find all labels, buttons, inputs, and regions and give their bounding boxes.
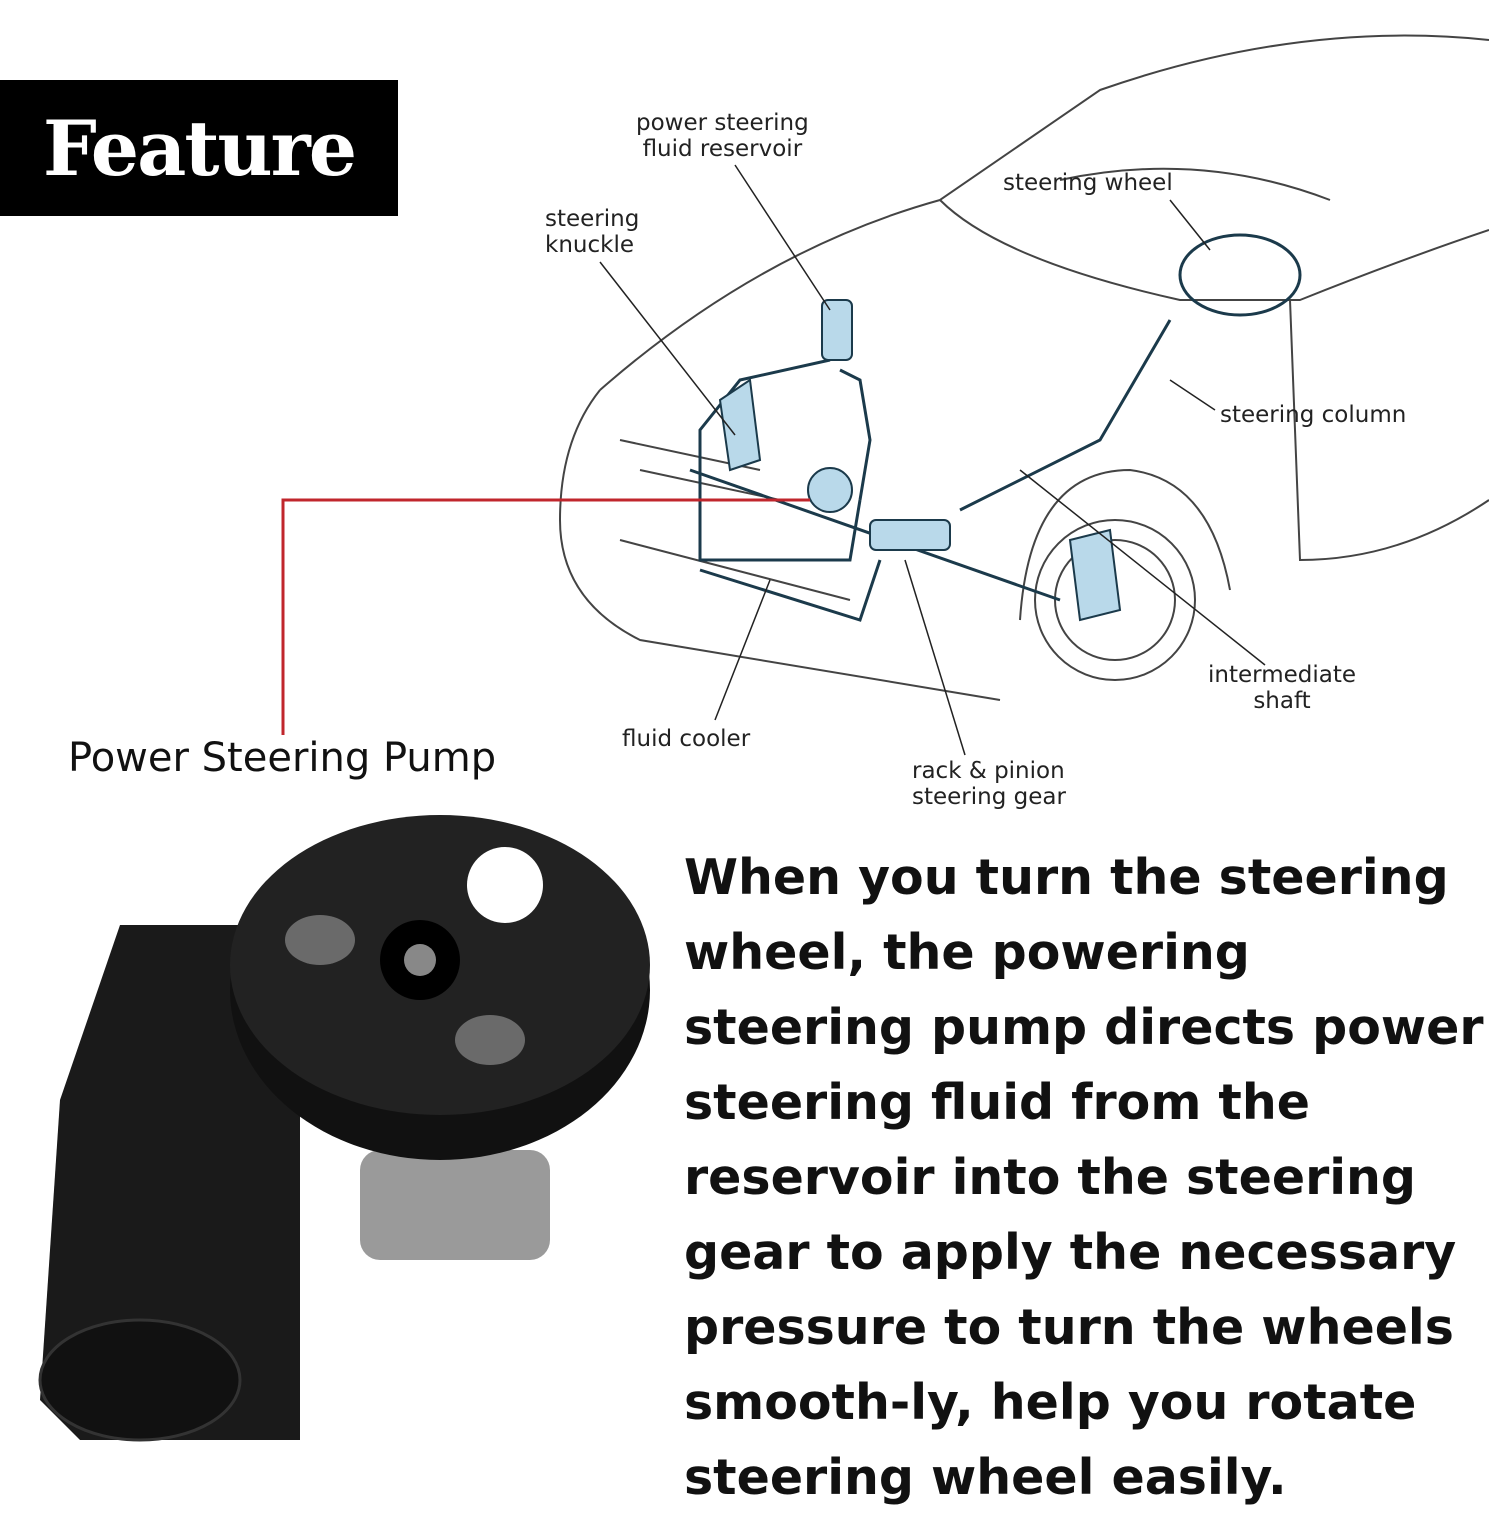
label-intermediate-shaft: intermediate shaft bbox=[1208, 662, 1356, 714]
label-steering-column: steering column bbox=[1220, 402, 1407, 428]
reservoir-shape bbox=[821, 299, 853, 361]
pump-shape bbox=[807, 467, 853, 513]
label-steering-wheel: steering wheel bbox=[1003, 170, 1173, 196]
label-fluid-reservoir: power steering fluid reservoir bbox=[636, 110, 809, 162]
car-diagram bbox=[38, 34, 1489, 1442]
feature-badge: Feature bbox=[0, 80, 398, 216]
feature-title: Feature bbox=[42, 103, 357, 193]
components bbox=[718, 299, 1122, 622]
pump-label: Power Steering Pump bbox=[68, 735, 497, 781]
rack-shape bbox=[869, 519, 951, 551]
description-text: When you turn the steering wheel, the po… bbox=[684, 849, 1484, 1506]
knuckle-shape bbox=[718, 378, 762, 472]
pump-product-image bbox=[38, 815, 650, 1442]
leader-lines bbox=[599, 164, 1266, 756]
label-fluid-cooler: fluid cooler bbox=[622, 726, 751, 752]
pump-pointer-line bbox=[281, 498, 810, 735]
hydraulic-lines bbox=[689, 233, 1302, 622]
label-rack-pinion: rack & pinion steering gear bbox=[912, 758, 1066, 810]
car-outline bbox=[558, 34, 1489, 701]
label-steering-knuckle: steering knuckle bbox=[545, 206, 640, 258]
